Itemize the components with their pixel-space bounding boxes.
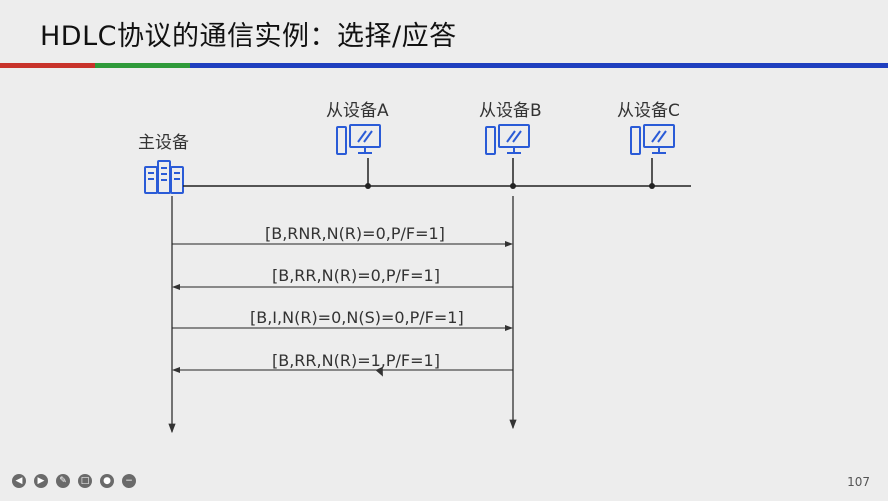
- computer-icon-b: [485, 124, 530, 155]
- screen-icon[interactable]: □: [78, 474, 92, 488]
- server-icon: [144, 160, 184, 194]
- master-label: 主设备: [138, 133, 189, 153]
- message-label-4: [B,RR,N(R)=1,P/F=1]: [272, 351, 440, 370]
- next-icon[interactable]: ▶: [34, 474, 48, 488]
- computer-icon-c: [630, 124, 675, 155]
- camera-icon[interactable]: ●: [100, 474, 114, 488]
- slide-title: HDLC协议的通信实例：选择/应答: [40, 21, 457, 52]
- message-label-3: [B,I,N(R)=0,N(S)=0,P/F=1]: [250, 308, 464, 327]
- computer-icon-a: [336, 124, 381, 155]
- page-number: 107: [847, 475, 870, 489]
- slideshow-toolbar: ◀ ▶ ✎ □ ● −: [12, 474, 136, 488]
- junction-a: [365, 183, 371, 189]
- junction-c: [649, 183, 655, 189]
- message-label-2: [B,RR,N(R)=0,P/F=1]: [272, 266, 440, 285]
- accent-bar-blue: [190, 63, 888, 68]
- pen-icon[interactable]: ✎: [56, 474, 70, 488]
- junction-b: [510, 183, 516, 189]
- slave-a-label: 从设备A: [326, 101, 389, 121]
- accent-bar-red: [0, 63, 95, 68]
- minus-icon[interactable]: −: [122, 474, 136, 488]
- accent-bar-green: [95, 63, 190, 68]
- slave-c-label: 从设备C: [617, 101, 680, 121]
- slave-b-label: 从设备B: [479, 101, 542, 121]
- message-label-1: [B,RNR,N(R)=0,P/F=1]: [265, 224, 445, 243]
- prev-icon[interactable]: ◀: [12, 474, 26, 488]
